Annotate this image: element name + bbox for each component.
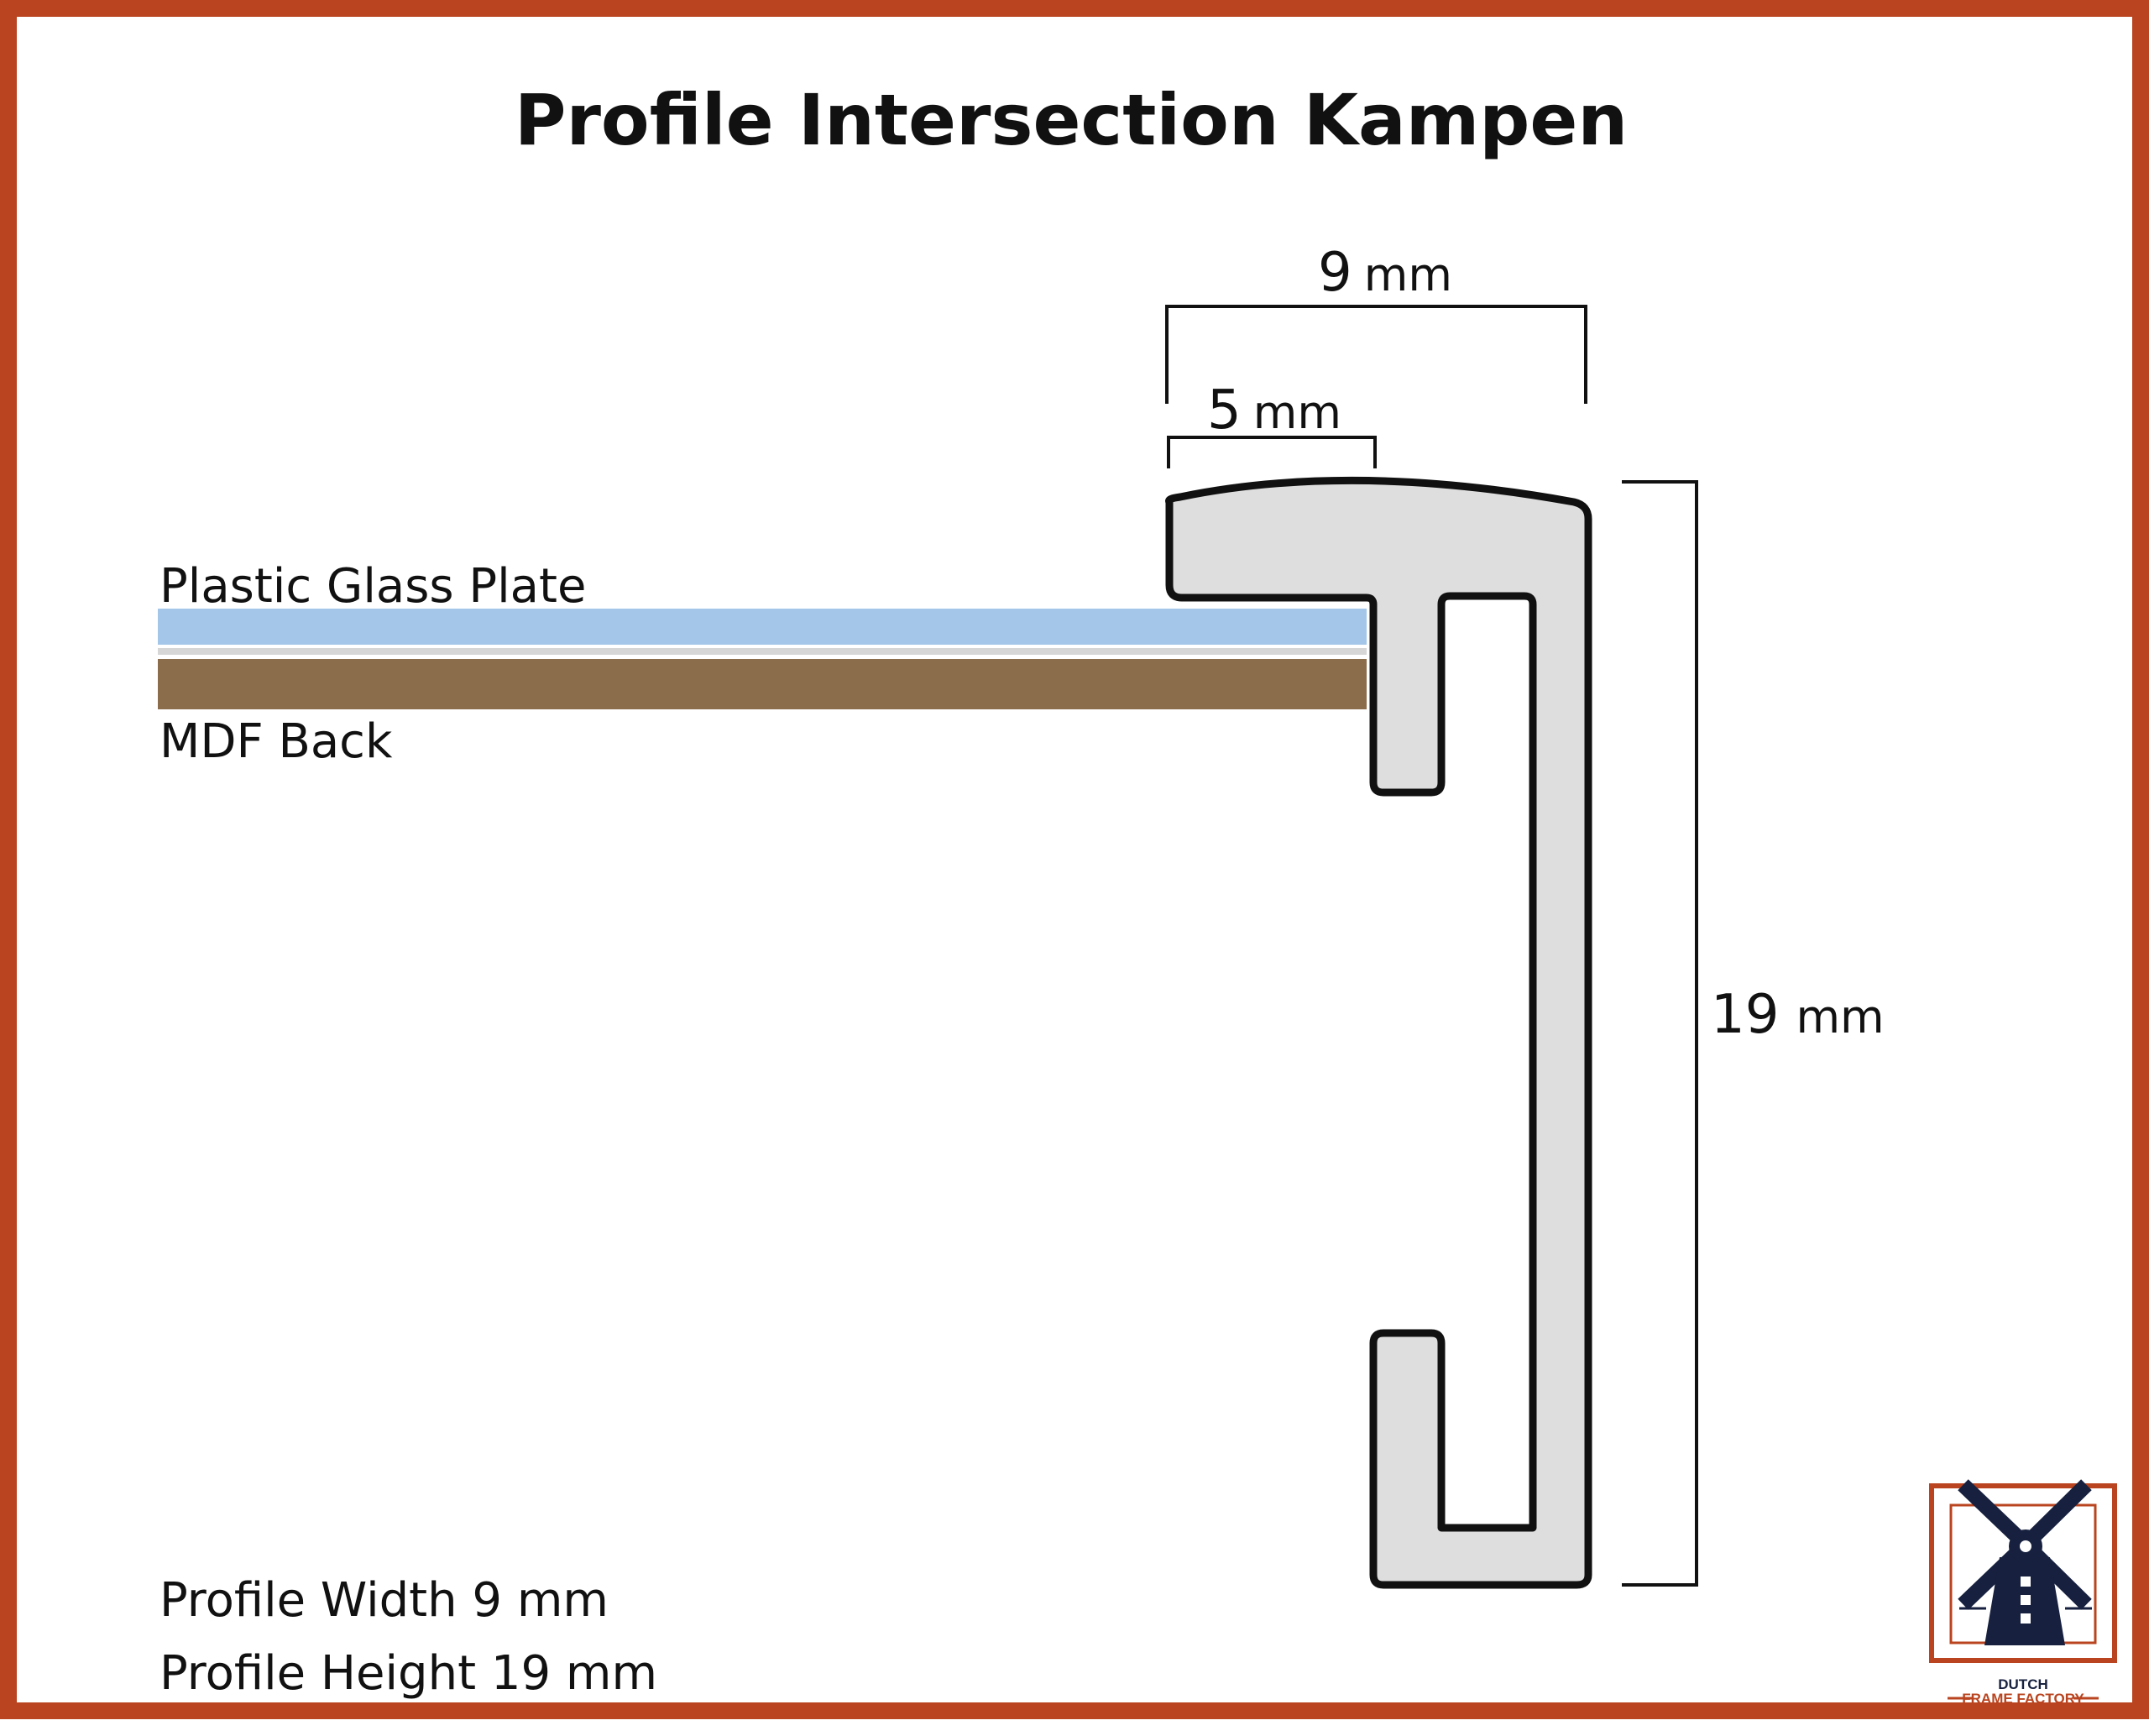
dimension-bracket-width bbox=[1165, 305, 1587, 404]
glass-plate bbox=[158, 609, 1367, 645]
logo-text-frame-factory: FRAME FACTORY bbox=[1962, 1691, 2084, 1707]
glass-separator bbox=[158, 648, 1367, 655]
spec-profile-height: Profile Height 19 mm bbox=[159, 1646, 657, 1701]
profile-cross-section bbox=[1165, 476, 1592, 1589]
mdf-back bbox=[158, 659, 1367, 709]
dimension-bracket-lip bbox=[1167, 436, 1377, 468]
logo-text-dutch: DUTCH bbox=[1998, 1676, 2048, 1692]
spec-profile-width: Profile Width 9 mm bbox=[159, 1573, 609, 1628]
dimension-bracket-height bbox=[1622, 480, 1698, 1587]
dutch-frame-factory-logo: DUTCH FRAME FACTORY bbox=[1929, 1479, 2117, 1707]
diagram-title: Profile Intersection Kampen bbox=[515, 79, 1628, 161]
glass-plate-label: Plastic Glass Plate bbox=[159, 559, 586, 614]
mdf-back-label: MDF Back bbox=[159, 714, 393, 769]
logo-outer-frame bbox=[1929, 1483, 2117, 1663]
windmill-icon bbox=[1958, 1479, 2092, 1645]
